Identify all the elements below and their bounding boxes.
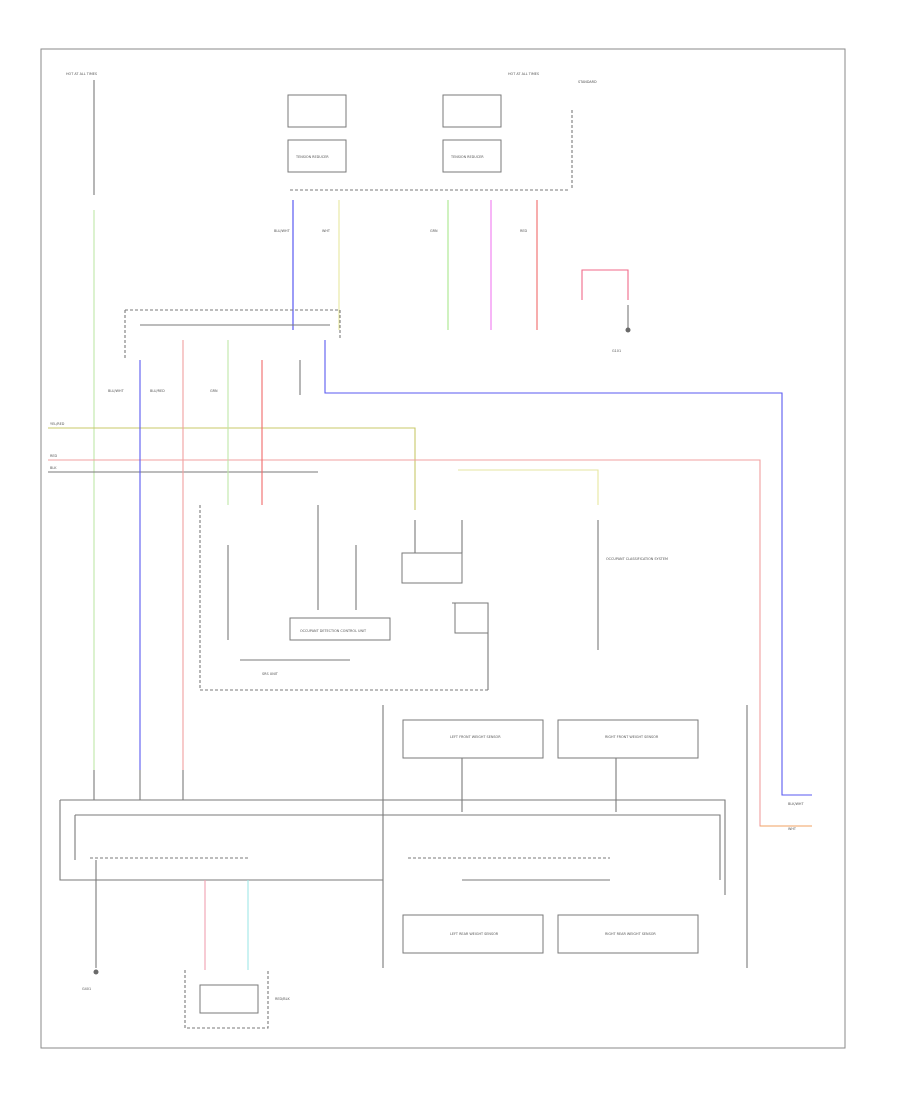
ecu-box [199, 505, 488, 691]
lbl-red-side: RED [50, 454, 57, 458]
lbl-wht-end: WHT [788, 827, 797, 831]
lbl-grn-2: GRN [210, 389, 218, 393]
lbl-blu-wht-1: BLU/WHT [274, 229, 291, 233]
wire-stubs [93, 770, 184, 800]
tension-label-left: TENSION REDUCER [295, 155, 329, 159]
lbl-blu-red-2: BLU/RED [150, 389, 165, 393]
lbl-blu-wht-2: BLU/WHT [108, 389, 125, 393]
wire-blue-long [324, 340, 812, 796]
wire-sensors-down [461, 758, 617, 812]
bottom-unit-box [199, 984, 259, 1014]
ground-left-label: G401 [82, 987, 91, 991]
wire-olive [48, 427, 416, 510]
tension-box-r2 [442, 139, 502, 173]
rear-right-sensor-box [557, 914, 699, 954]
ground-left-icon [93, 969, 99, 975]
tension-box-r1 [442, 94, 502, 128]
fuse-label-left: HOT AT ALL TIMES [66, 72, 97, 76]
note-label: STANDARD [578, 80, 597, 84]
lbl-wht-1: WHT [322, 229, 331, 233]
rear-left-label: LEFT REAR WEIGHT SENSOR [450, 932, 499, 936]
bus-bottom-outer [60, 799, 726, 895]
ground-right-icon [625, 327, 631, 333]
lbl-blk-side: BLK [50, 466, 57, 470]
tension-box-l2 [287, 139, 347, 173]
fuse-label-right: HOT AT ALL TIMES [508, 72, 539, 76]
tension-label-right: TENSION REDUCER [450, 155, 484, 159]
ground-right-label: G101 [612, 349, 621, 353]
rear-right-label: RIGHT REAR WEIGHT SENSOR [605, 932, 656, 936]
occupant-label: OCCUPANT CLASSIFICATION SYSTEM [606, 557, 668, 561]
diagram-frame [40, 48, 846, 1049]
wire-tension-center [414, 520, 463, 553]
lbl-red-1: RED [520, 229, 527, 233]
srs-unit-label: SRS UNIT [262, 672, 279, 676]
bus-bottom [75, 814, 721, 880]
connector-box [124, 309, 341, 360]
front-left-sensor-box [402, 719, 544, 759]
small-box [454, 602, 489, 634]
rear-left-sensor-box [402, 914, 544, 954]
bus-bottom-left2 [59, 800, 383, 881]
lbl-red-blk: RED/BLK [275, 997, 290, 1001]
wire-yellow-right [458, 469, 599, 505]
lbl-grn-1: GRN [430, 229, 438, 233]
tension-box-center [401, 552, 463, 584]
bottom-unit-dashed [184, 970, 269, 1029]
tension-box-l1 [287, 94, 347, 128]
ecu-inner-box [289, 617, 391, 641]
front-left-label: LEFT FRONT WEIGHT SENSOR [450, 735, 501, 739]
wire-pink-long [48, 459, 812, 827]
ecu-center-label: OCCUPANT DETECTION CONTROL UNIT [300, 629, 367, 633]
front-right-label: RIGHT FRONT WEIGHT SENSOR [605, 735, 659, 739]
wire-red-loop [581, 269, 629, 300]
lbl-yel-red: YEL/RED [50, 422, 65, 426]
lbl-blk-wht-end: BLK/WHT [788, 802, 804, 806]
front-right-sensor-box [557, 719, 699, 759]
